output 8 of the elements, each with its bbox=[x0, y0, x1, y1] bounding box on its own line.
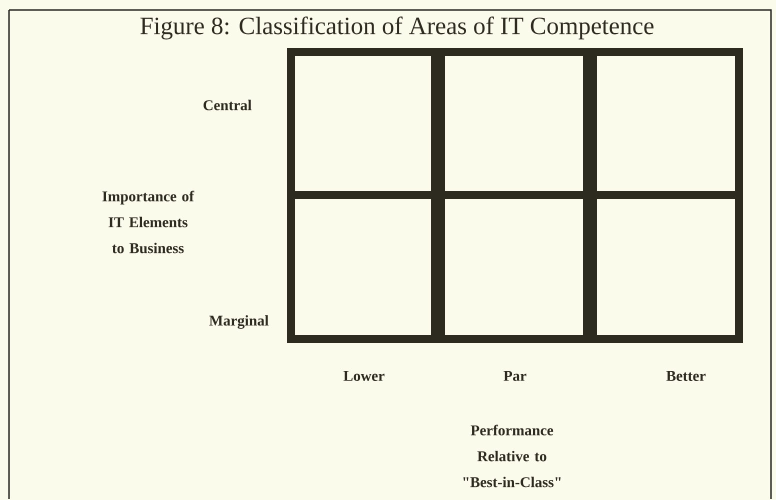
axis-tick-label: Central bbox=[204, 100, 252, 110]
axis-title: Importance of IT Elements to Business bbox=[102, 190, 194, 254]
axis-tick-label: Par bbox=[504, 371, 526, 381]
axis-tick-label: Better bbox=[666, 371, 706, 381]
figure-title: Figure 8: Classification of Areas of IT Competence bbox=[140, 16, 654, 40]
axis-tick-label: Lower bbox=[344, 371, 384, 381]
axis-title: Performance Relative to "Best-in-Class" bbox=[463, 424, 561, 488]
axis-tick-label: Marginal bbox=[209, 315, 269, 329]
